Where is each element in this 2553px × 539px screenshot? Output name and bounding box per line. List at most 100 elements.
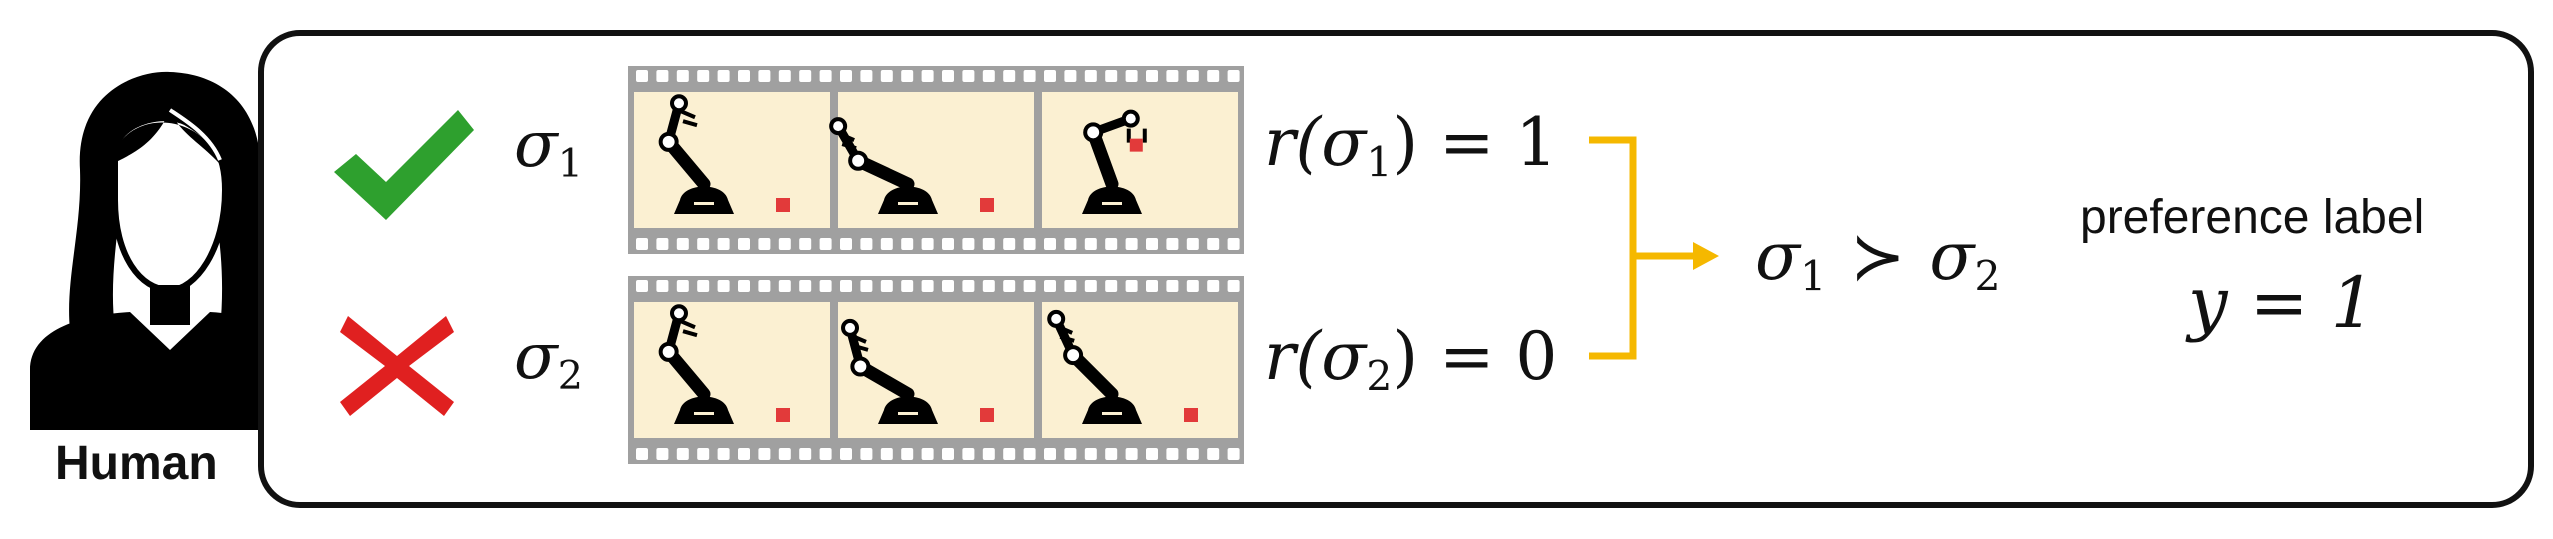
sprocket-hole — [819, 280, 832, 292]
sprocket-hole — [1064, 280, 1077, 292]
sprocket-hole — [860, 70, 873, 82]
sprocket-hole — [1125, 280, 1138, 292]
sprocket-hole — [799, 238, 812, 250]
sprocket-hole — [819, 238, 832, 250]
sprocket-hole — [1125, 70, 1138, 82]
sprocket-hole — [901, 70, 914, 82]
robot-arm-frame — [838, 302, 1034, 438]
sprocket-hole — [901, 448, 914, 460]
sprocket-hole — [840, 280, 852, 292]
red-block — [1129, 138, 1143, 152]
sprocket-hole — [1064, 238, 1077, 250]
sprocket-hole — [656, 448, 669, 460]
human-silhouette-icon — [30, 71, 305, 430]
sprocket-hole — [778, 280, 791, 292]
sprocket-hole — [1023, 280, 1036, 292]
sprocket-hole — [982, 280, 995, 292]
sprocket-hole — [1044, 238, 1056, 250]
sprocket-hole — [1166, 70, 1179, 82]
sprocket-hole — [1105, 238, 1118, 250]
sprocket-hole — [758, 238, 771, 250]
reward-sigma-2: r(σ2) = 0 — [1264, 318, 1558, 401]
sprocket-hole — [942, 280, 954, 292]
sprocket-hole — [1125, 448, 1138, 460]
sprocket-hole — [676, 70, 689, 82]
sprocket-hole — [962, 280, 975, 292]
sprocket-hole — [1003, 280, 1016, 292]
sprocket-hole — [1166, 448, 1179, 460]
sprocket-hole — [1207, 280, 1220, 292]
sprocket-hole — [697, 238, 710, 250]
sprocket-hole — [697, 70, 710, 82]
sprocket-hole — [1105, 70, 1118, 82]
sprocket-hole — [1044, 70, 1056, 82]
sprocket-hole — [778, 70, 791, 82]
sprocket-hole — [758, 70, 771, 82]
sprocket-hole — [1166, 280, 1179, 292]
sprocket-hole — [717, 238, 730, 250]
sprocket-hole — [840, 238, 852, 250]
sprocket-hole — [697, 280, 710, 292]
sprocket-hole — [982, 238, 995, 250]
sprocket-hole — [1064, 70, 1077, 82]
sprocket-hole — [1125, 238, 1138, 250]
sprocket-hole — [921, 70, 934, 82]
sprocket-hole — [1186, 280, 1199, 292]
sprocket-hole — [1146, 70, 1158, 82]
film-strip-sigma-2 — [628, 276, 1244, 464]
sprocket-hole — [880, 448, 893, 460]
sprocket-hole — [1227, 448, 1240, 460]
sprocket-hole — [717, 70, 730, 82]
sprocket-hole — [1044, 448, 1056, 460]
sprocket-hole — [1084, 238, 1097, 250]
sprocket-hole — [880, 238, 893, 250]
sprocket-hole — [1023, 70, 1036, 82]
sprocket-hole — [880, 280, 893, 292]
sprocket-hole — [656, 70, 669, 82]
sprocket-hole — [636, 238, 648, 250]
sprocket-hole — [1003, 70, 1016, 82]
sprocket-hole — [1146, 280, 1158, 292]
sprocket-hole — [799, 70, 812, 82]
bracket-arrow — [1589, 136, 1719, 360]
sprocket-hole — [676, 280, 689, 292]
sprocket-hole — [1186, 70, 1199, 82]
sprocket-hole — [1166, 238, 1179, 250]
sprocket-hole — [921, 448, 934, 460]
sprocket-hole — [1105, 448, 1118, 460]
sprocket-hole — [1207, 238, 1220, 250]
sprocket-hole — [1186, 238, 1199, 250]
sprocket-hole — [1186, 448, 1199, 460]
sprocket-hole — [1207, 70, 1220, 82]
sprocket-hole — [1207, 448, 1220, 460]
sprocket-hole — [636, 280, 648, 292]
sprocket-hole — [758, 280, 771, 292]
sprocket-hole — [819, 70, 832, 82]
sprocket-hole — [1023, 238, 1036, 250]
sprocket-hole — [656, 238, 669, 250]
robot-arm-frame — [634, 92, 830, 228]
sprocket-hole — [1105, 280, 1118, 292]
sprocket-hole — [901, 238, 914, 250]
sprocket-hole — [840, 448, 852, 460]
sprocket-hole — [636, 448, 648, 460]
preference-label-value: y = 1 — [2188, 262, 2376, 344]
sprocket-hole — [676, 238, 689, 250]
human-label: Human — [55, 437, 218, 490]
preference-label-title: preference label — [2080, 191, 2425, 244]
sprocket-hole — [1227, 238, 1240, 250]
sprocket-hole — [962, 238, 975, 250]
sprocket-hole — [656, 280, 669, 292]
red-block — [776, 408, 790, 422]
sprocket-hole — [758, 448, 771, 460]
robot-arm-frame — [1042, 92, 1238, 228]
robot-arm-frame — [634, 302, 830, 438]
sprocket-hole — [636, 70, 648, 82]
sigma-1-label: σ1 — [514, 108, 583, 188]
sprocket-hole — [1084, 448, 1097, 460]
red-block — [980, 198, 994, 212]
sprocket-hole — [1146, 448, 1158, 460]
sprocket-hole — [778, 448, 791, 460]
sprocket-hole — [778, 238, 791, 250]
sprocket-hole — [921, 238, 934, 250]
